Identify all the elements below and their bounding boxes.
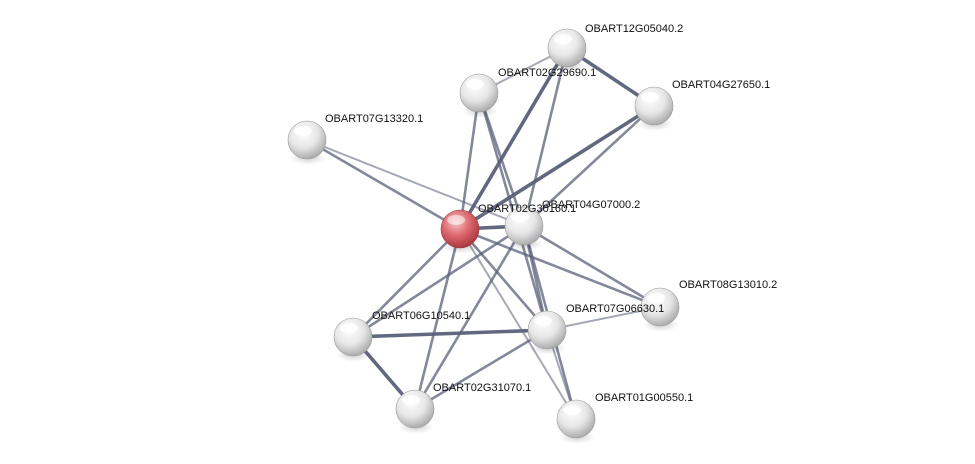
node-label-OBART02G29690.1: OBART02G29690.1 — [498, 67, 596, 79]
node-label-OBART04G27650.1: OBART04G27650.1 — [672, 79, 770, 91]
node-highlight — [466, 79, 484, 89]
node-OBART01G00550.1[interactable] — [556, 399, 596, 444]
node-OBART02G30160.1[interactable] — [440, 209, 480, 254]
edge-OBART02G30160.1-OBART07G13320.1 — [305, 138, 462, 231]
node-label-OBART02G30160.1: OBART02G30160.1 — [478, 203, 576, 215]
node-OBART08G13010.2[interactable] — [640, 287, 680, 332]
edge-OBART02G30160.1-OBART02G31070.1 — [413, 227, 462, 411]
edge-OBART02G31070.1-OBART07G06630.1 — [413, 328, 549, 411]
edge-OBART02G30160.1-OBART06G10540.1 — [351, 227, 462, 339]
edge-OBART04G07000.2-OBART06G10540.1 — [351, 224, 526, 339]
edge-OBART04G07000.2-OBART12G05040.2 — [522, 46, 569, 228]
node-OBART04G27650.1[interactable] — [634, 86, 674, 131]
node-OBART02G31070.1[interactable] — [395, 389, 435, 434]
node-label-OBART12G05040.2: OBART12G05040.2 — [585, 23, 683, 35]
node-OBART04G07000.2[interactable] — [504, 206, 544, 251]
node-highlight — [563, 405, 581, 415]
node-highlight — [340, 323, 358, 333]
edge-OBART04G07000.2-OBART07G13320.1 — [306, 139, 525, 227]
node-label-OBART02G31070.1: OBART02G31070.1 — [433, 382, 531, 394]
node-OBART12G05040.2[interactable] — [547, 28, 587, 73]
edge-OBART02G30160.1-OBART08G13010.2 — [458, 227, 662, 309]
node-label-OBART07G13320.1: OBART07G13320.1 — [325, 113, 423, 125]
edge-OBART04G07000.2-OBART04G27650.1 — [522, 104, 656, 228]
node-OBART06G10540.1[interactable] — [333, 317, 373, 362]
node-highlight — [402, 395, 420, 405]
node-label-OBART08G13010.2: OBART08G13010.2 — [679, 279, 777, 291]
node-OBART02G29690.1[interactable] — [459, 73, 499, 118]
edge-OBART06G10540.1-OBART07G06630.1 — [351, 328, 549, 339]
node-label-OBART04G07000.2: OBART04G07000.2 — [542, 199, 640, 211]
nodes-layer — [287, 28, 680, 444]
edge-OBART02G30160.1-OBART12G05040.2 — [458, 46, 569, 231]
node-OBART07G06630.1[interactable] — [527, 310, 567, 355]
edge-OBART04G07000.2-OBART08G13010.2 — [522, 224, 662, 309]
node-highlight — [294, 126, 312, 136]
edge-OBART04G07000.2-OBART02G31070.1 — [413, 224, 526, 411]
node-highlight — [511, 212, 529, 222]
node-label-OBART07G06630.1: OBART07G06630.1 — [566, 303, 664, 315]
edge-OBART02G30160.1-OBART04G27650.1 — [458, 104, 656, 231]
edges-layer — [305, 46, 662, 421]
node-highlight — [534, 316, 552, 326]
node-OBART07G13320.1[interactable] — [287, 120, 327, 165]
node-highlight — [554, 34, 572, 44]
node-highlight — [641, 92, 659, 102]
node-label-OBART01G00550.1: OBART01G00550.1 — [595, 392, 693, 404]
node-highlight — [447, 215, 465, 225]
edge-OBART02G30160.1-OBART01G00550.1 — [459, 228, 577, 420]
node-highlight — [647, 293, 665, 303]
node-label-OBART06G10540.1: OBART06G10540.1 — [372, 310, 470, 322]
